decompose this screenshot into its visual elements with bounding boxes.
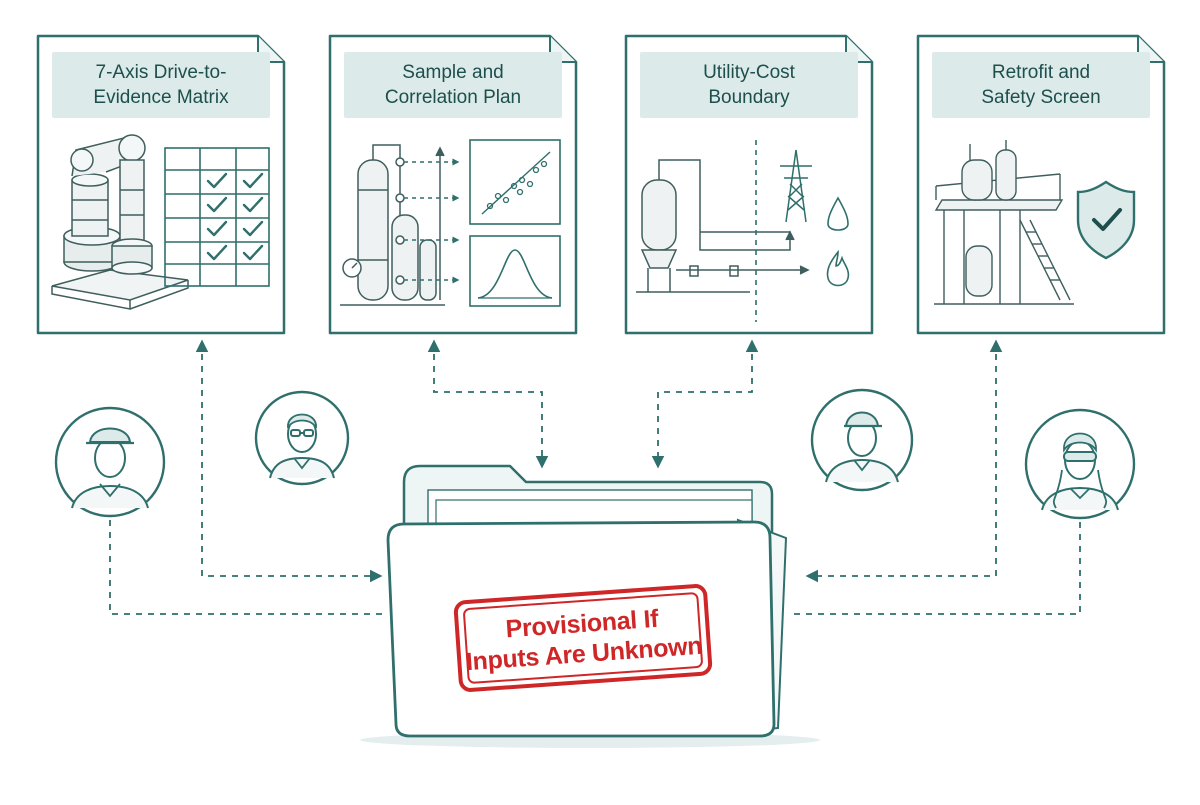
water-drop-icon xyxy=(827,196,849,231)
process-vessel-icon xyxy=(636,159,810,293)
robot-arm-checklist-icon xyxy=(51,134,189,310)
card-title-drive-evidence-matrix: 7-Axis Drive-to- Evidence Matrix xyxy=(52,52,270,118)
connector-person4-folder xyxy=(792,522,1081,615)
plant-structure-icon xyxy=(934,140,1074,305)
person-worker-hardhat xyxy=(54,406,166,518)
connector-card3-folder xyxy=(651,339,759,469)
connector-card2-folder xyxy=(427,339,549,469)
connector-person1-folder xyxy=(109,520,388,615)
card-title-utility-cost-boundary: Utility-Cost Boundary xyxy=(640,52,858,118)
card-title-sample-correlation-plan: Sample and Correlation Plan xyxy=(344,52,562,118)
person-technician-cap xyxy=(810,388,914,492)
scatter-plot-icon xyxy=(469,139,561,225)
distribution-curve-icon xyxy=(469,235,561,307)
connector-lines xyxy=(109,339,1081,615)
provisional-stamp xyxy=(453,584,713,692)
connector-card4-folder xyxy=(805,339,1003,583)
check-marks xyxy=(206,172,264,261)
flame-icon xyxy=(826,249,850,287)
shield-check-icon xyxy=(1076,180,1136,260)
person-scientist-goggles xyxy=(1024,408,1136,520)
power-tower-icon xyxy=(780,149,812,223)
sample-dashed-arrows xyxy=(404,158,460,284)
connector-card1-folder xyxy=(195,339,383,583)
card-title-retrofit-safety-screen: Retrofit and Safety Screen xyxy=(932,52,1150,118)
distillation-column-icon xyxy=(340,144,445,306)
person-engineer-glasses xyxy=(254,390,350,486)
evidence-matrix-table xyxy=(164,147,270,287)
